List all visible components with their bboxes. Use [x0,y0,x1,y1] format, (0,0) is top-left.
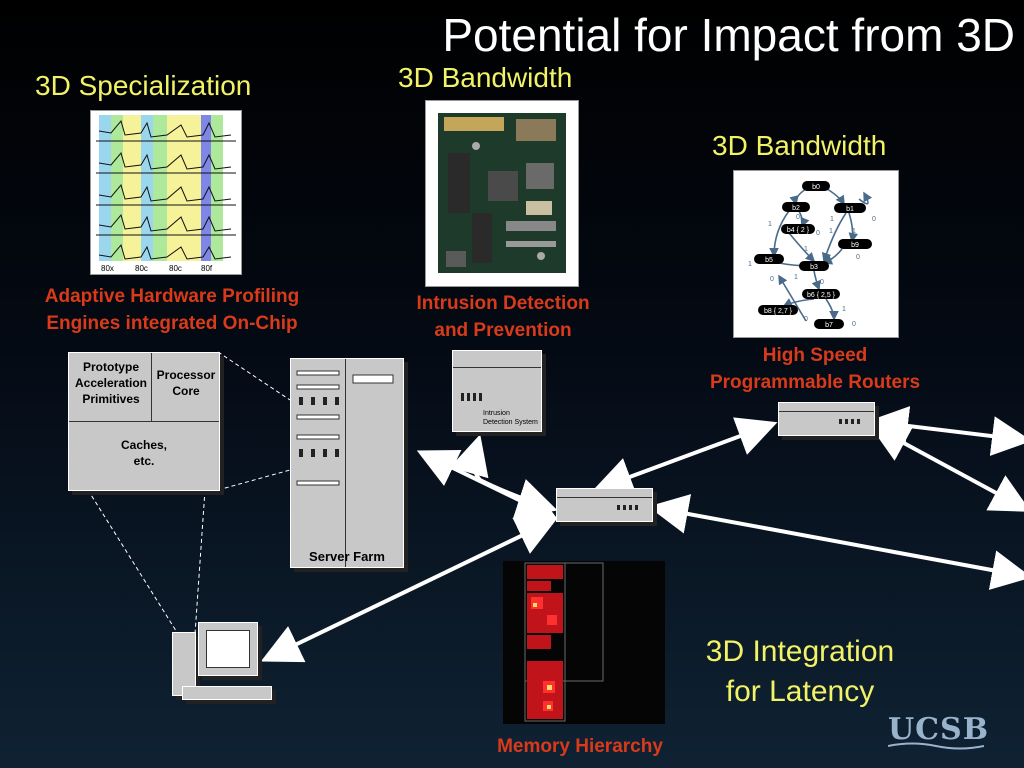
circuit-board-image [425,100,579,287]
graph-edge-label: 0 [816,230,820,237]
heading-3d-bandwidth-right: 3D Bandwidth [712,130,887,161]
block-label-line: etc. [133,454,155,468]
graph-node-b3: b3 [810,264,818,271]
graph-node-b0: b0 [812,184,820,191]
profile-tick-4: 80f [201,264,213,273]
graph-node-b7: b7 [825,322,833,329]
ids-label-line: Detection System [483,419,538,426]
flow-graph-image: b0 b2 b1 b4 { 2 } b9 b5 b3 b6 { 2,5 } b8… [733,170,899,338]
caption-profiling: Adaptive Hardware Profiling Engines inte… [8,283,336,337]
heading-3d-bandwidth-top: 3D Bandwidth [398,62,573,93]
graph-edge-label: 1 [794,274,798,281]
workstation-icon [170,622,280,702]
profile-tick-1: 80x [101,264,114,273]
graph-node-b2: b2 [792,205,800,212]
block-prototype-acceleration: Prototype Acceleration Primitives [71,359,151,407]
graph-edge-label: 0 [770,276,774,283]
graph-edge-label: 1 [842,306,846,313]
graph-node-b5: b5 [765,257,773,264]
chip-block-diagram: Prototype Acceleration Primitives Proces… [68,352,220,491]
slide-title: Potential for Impact from 3D [442,9,1015,61]
caption-memory-hierarchy: Memory Hierarchy [497,736,663,757]
caption-intrusion: Intrusion Detection and Prevention [393,290,613,344]
block-label-line: Caches, [120,438,168,452]
memory-hierarchy-image [503,561,665,724]
block-label-line: Acceleration [74,376,148,390]
caption-profiling-line-2: Engines integrated On-Chip [46,313,298,334]
integration-line-2: for Latency [725,675,875,708]
ids-label: Intrusion Detection System [483,409,538,427]
graph-edge-label: 1 [830,216,834,223]
graph-edge-label: 0 [856,254,860,261]
block-label-line: Primitives [82,392,140,406]
graph-edge-label: 1 [829,228,833,235]
graph-edge-label: 0 [852,321,856,328]
graph-edge-label: 1 [852,228,856,235]
block-label-line: Prototype [82,360,139,374]
graph-edge-label: 0 [872,216,876,223]
block-label-line: Core [172,384,200,398]
graph-node-b8: b8 { 2,7 } [764,308,793,315]
heading-3d-specialization: 3D Specialization [35,70,252,101]
caption-intrusion-line-1: Intrusion Detection [416,293,590,314]
router-icon-top [778,402,875,436]
block-caches: Caches, etc. [69,437,219,469]
block-processor-core: Processor Core [153,367,219,399]
caption-routers: High Speed Programmable Routers [680,342,950,396]
graph-node-b1: b1 [846,206,854,213]
block-label-line: Processor [156,368,216,382]
intrusion-detection-system-icon: Intrusion Detection System [452,350,542,432]
caption-routers-line-2: Programmable Routers [709,372,921,393]
graph-edge-label: 1 [804,246,808,253]
profiling-chart-image: 80x 80c 80c 80f [90,110,242,275]
graph-edge-label: 0 [796,214,800,221]
graph-node-b9: b9 [851,242,859,249]
integration-line-1: 3D Integration [705,635,895,668]
caption-intrusion-line-2: and Prevention [434,320,572,341]
profile-tick-2: 80c [135,264,148,273]
router-icon-center [556,488,653,522]
heading-3d-integration: 3D Integration for Latency [680,632,920,712]
ids-label-line: Intrusion [483,410,510,417]
ucsb-logo: UCSB [888,712,989,751]
server-farm-label: Server Farm [309,549,385,564]
graph-edge-label: 1 [748,261,752,268]
graph-edge-label: 1 [768,221,772,228]
ucsb-logo-text: UCSB [888,712,990,747]
graph-edge-label: 0 [820,279,824,286]
profile-tick-3: 80c [169,264,182,273]
graph-node-b4: b4 { 2 } [787,227,810,234]
caption-profiling-line-1: Adaptive Hardware Profiling [44,286,300,307]
graph-edge-label: 0 [804,316,808,323]
server-farm-icon: Server Farm [290,358,404,568]
caption-routers-line-1: High Speed [762,345,868,366]
graph-node-b6: b6 { 2,5 } [807,292,836,299]
